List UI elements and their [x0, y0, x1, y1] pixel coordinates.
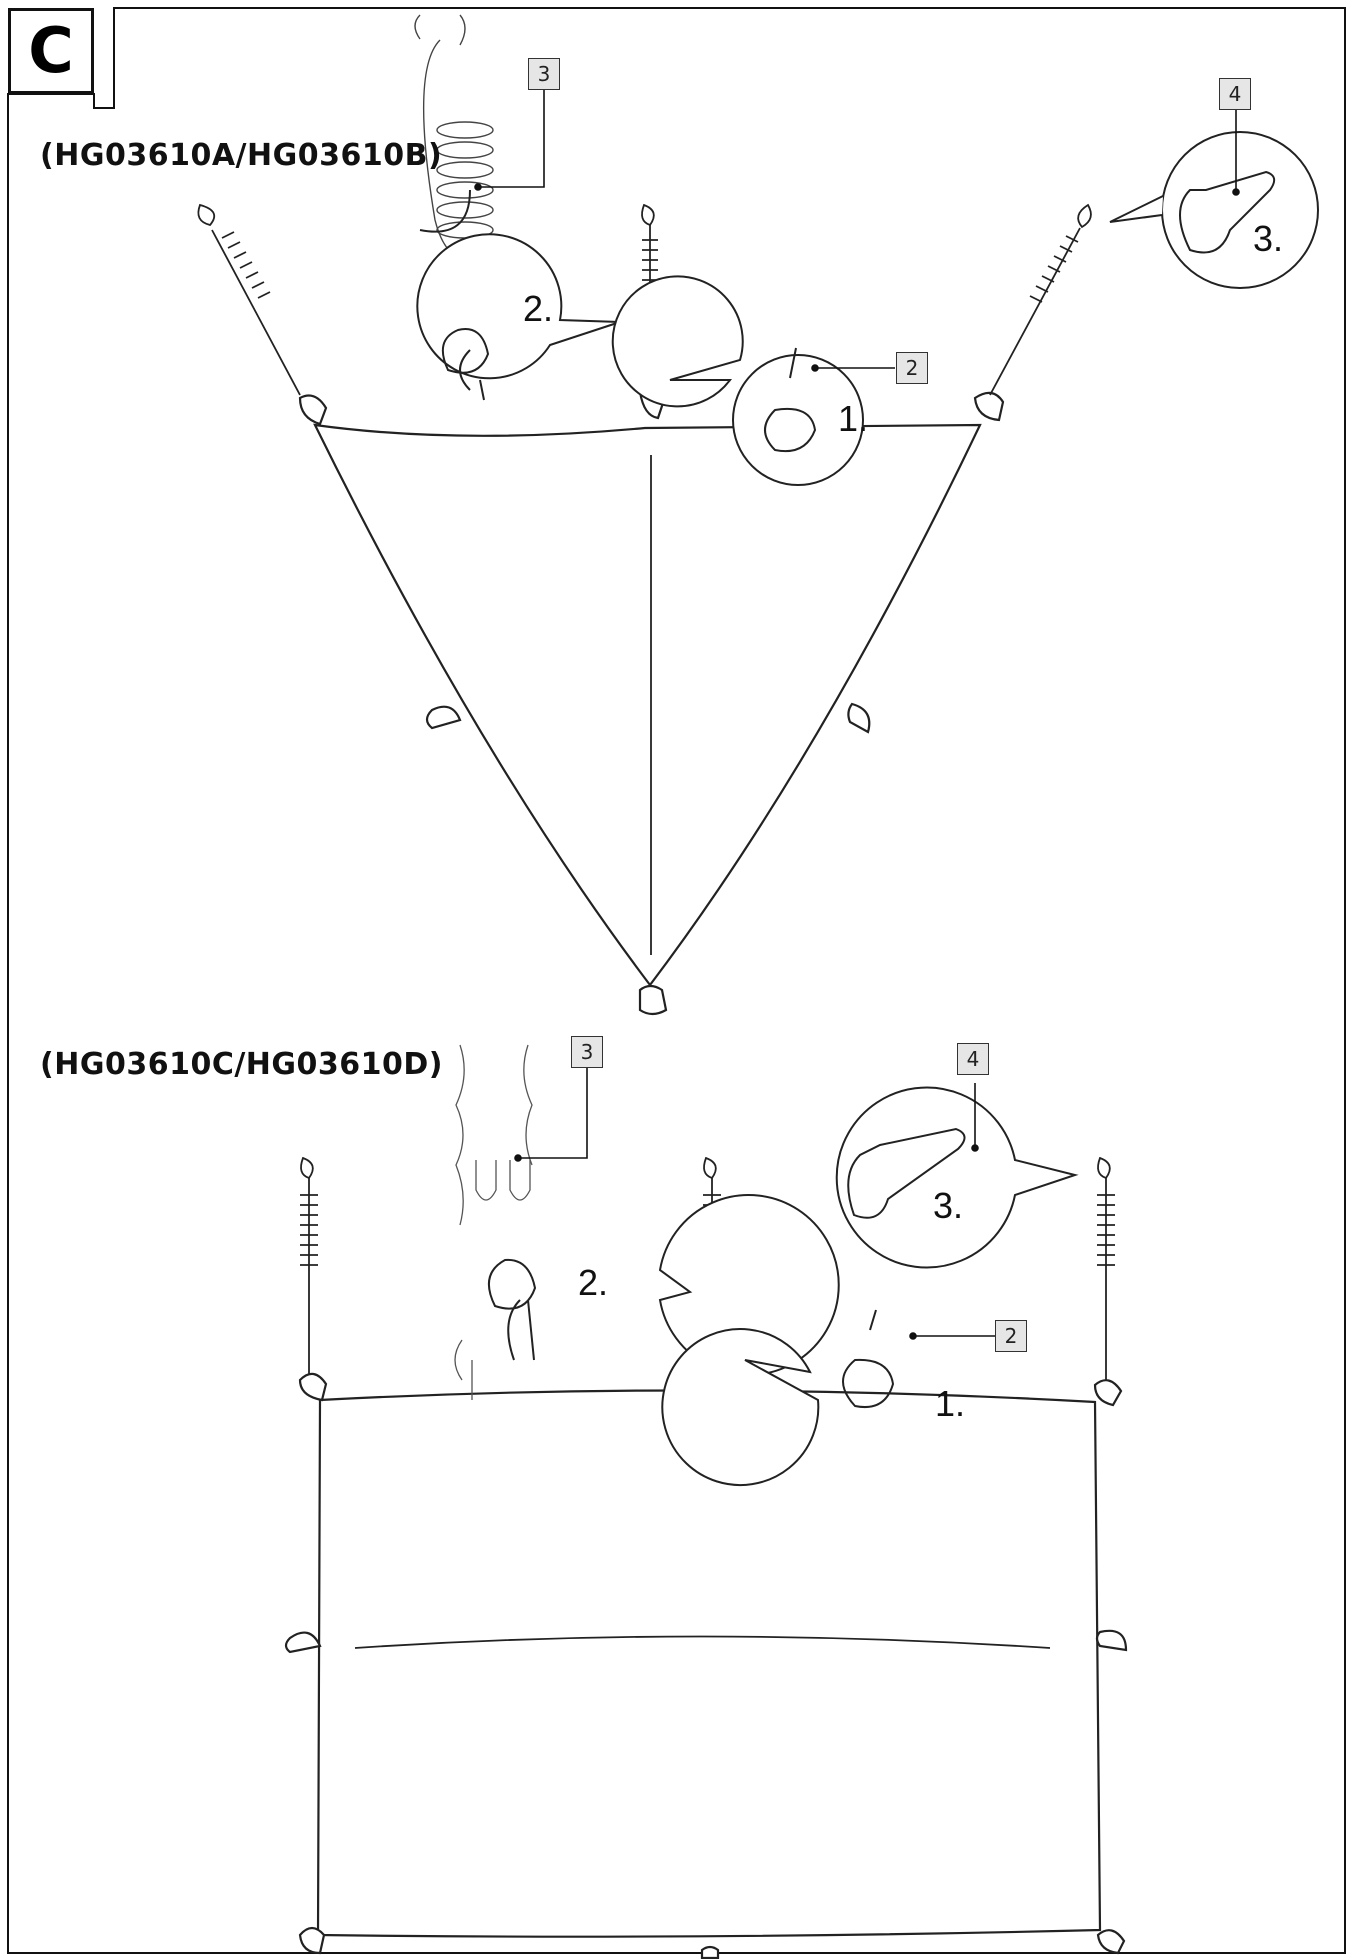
callout-hook-bottom: 4 — [957, 1043, 989, 1075]
triangle-sail — [300, 390, 1003, 1014]
rope-coil-top — [415, 15, 493, 260]
detail-circle-top-rope — [417, 190, 620, 400]
step-label-bottom-rope: 2. — [578, 1262, 609, 1303]
detail-circle-top-hook — [1110, 132, 1318, 288]
detail-circle-bottom-knot — [662, 1310, 893, 1485]
model-label-top: (HG03610A/HG03610B) — [40, 138, 443, 173]
callout-knot-top: 2 — [896, 352, 928, 384]
section-letter: C — [28, 14, 74, 87]
leader-lines-bottom — [515, 1068, 995, 1339]
detail-circle-bottom-rope — [489, 1195, 839, 1375]
section-label: C — [8, 8, 94, 94]
callout-knot-bottom: 2 — [995, 1320, 1027, 1352]
tension-spring-right — [990, 205, 1091, 395]
rope-coil-bottom — [455, 1045, 532, 1400]
detail-circle-top-knot — [613, 276, 863, 485]
tension-spring-left — [198, 205, 300, 395]
model-label-bottom: (HG03610C/HG03610D) — [40, 1047, 444, 1082]
detail-circle-bottom-hook — [837, 1088, 1075, 1268]
step-label-bottom-hook: 3. — [933, 1185, 964, 1226]
step-label-bottom-knot: 1. — [935, 1383, 966, 1424]
step-label-top-rope: 2. — [523, 288, 554, 329]
callout-rope-bottom: 3 — [571, 1036, 603, 1068]
rectangle-sail — [286, 1365, 1126, 1958]
leader-lines-top — [475, 90, 1239, 371]
callout-rope-top: 3 — [528, 58, 560, 90]
step-label-top-knot: 1. — [838, 398, 869, 439]
step-label-top-hook: 3. — [1253, 218, 1284, 259]
callout-hook-top: 4 — [1219, 78, 1251, 110]
